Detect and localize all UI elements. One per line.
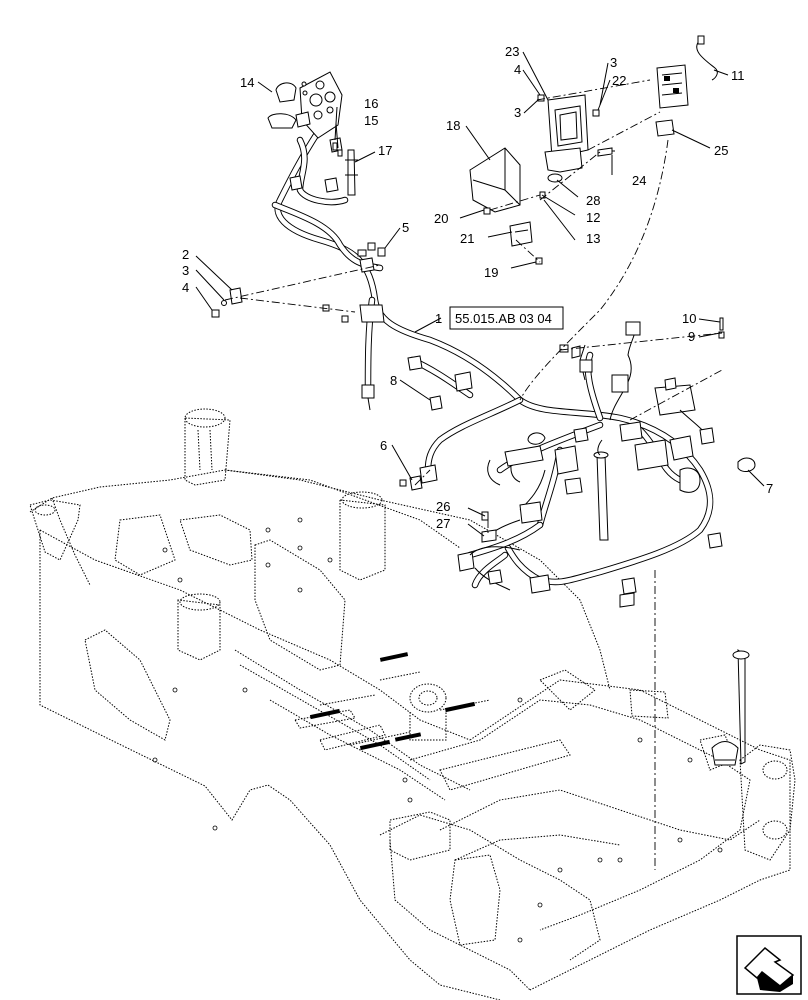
callout-18[interactable]: 18 (446, 118, 460, 133)
callout-3[interactable]: 3 (182, 263, 189, 278)
callout-25[interactable]: 25 (714, 143, 728, 158)
callout-11[interactable]: 11 (731, 68, 745, 83)
section-reference-label[interactable]: 55.015.AB 03 04 (455, 311, 552, 326)
callout-1[interactable]: 1 (435, 311, 442, 326)
section-reference[interactable]: 55.015.AB 03 04 (449, 306, 564, 330)
callout-14[interactable]: 14 (240, 75, 254, 90)
callout-21[interactable]: 21 (460, 231, 474, 246)
fasteners-15-16-17 (332, 142, 358, 196)
callout-27[interactable]: 27 (436, 516, 450, 531)
callout-4b[interactable]: 4 (514, 62, 521, 77)
callout-5[interactable]: 5 (402, 220, 409, 235)
callout-10[interactable]: 10 (682, 311, 696, 326)
callout-16[interactable]: 16 (364, 96, 378, 111)
callout-22[interactable]: 22 (612, 73, 626, 88)
callout-3c[interactable]: 3 (610, 55, 617, 70)
callout-28[interactable]: 28 (586, 193, 600, 208)
relay-bracket-assembly (469, 94, 615, 265)
callout-9[interactable]: 9 (688, 329, 695, 344)
callout-4[interactable]: 4 (182, 280, 189, 295)
callout-13[interactable]: 13 (586, 231, 600, 246)
callout-19[interactable]: 19 (484, 265, 498, 280)
callout-3b[interactable]: 3 (514, 105, 521, 120)
callout-12[interactable]: 12 (586, 210, 600, 225)
fuse-relay-module (655, 35, 718, 137)
callout-labels: 14 16 15 17 5 2 3 4 1 8 6 23 4 3 3 22 11… (182, 44, 773, 531)
wire-harness-main (271, 128, 714, 589)
callout-15[interactable]: 15 (364, 113, 378, 128)
section-reference-box[interactable] (449, 306, 564, 330)
assembly-centerlines (224, 79, 723, 870)
bolt-5 (357, 242, 386, 257)
callout-23[interactable]: 23 (505, 44, 519, 59)
next-page-arrow-icon[interactable] (736, 935, 802, 995)
clip-2-3-4 (211, 287, 243, 318)
callout-6[interactable]: 6 (380, 438, 387, 453)
chassis-frame (29, 408, 796, 1000)
harness-connectors (289, 137, 756, 608)
callout-leaders (195, 51, 765, 537)
switch-panel-assembly (267, 71, 343, 139)
callout-20[interactable]: 20 (434, 211, 448, 226)
callout-8[interactable]: 8 (390, 373, 397, 388)
callout-7[interactable]: 7 (766, 481, 773, 496)
callout-17[interactable]: 17 (378, 143, 392, 158)
callout-2[interactable]: 2 (182, 247, 189, 262)
callout-26[interactable]: 26 (436, 499, 450, 514)
callout-24[interactable]: 24 (632, 173, 646, 188)
